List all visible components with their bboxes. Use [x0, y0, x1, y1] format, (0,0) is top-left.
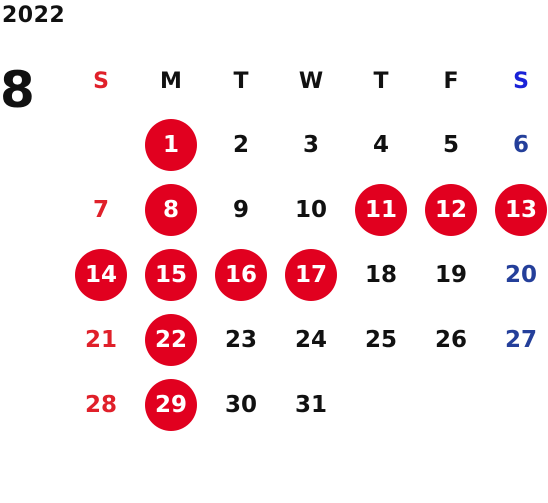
- day-cell: 16: [206, 242, 276, 307]
- day-cell: [486, 372, 548, 437]
- day-cell: 13: [486, 177, 548, 242]
- day-cell: 22: [136, 307, 206, 372]
- calendar-date: [75, 119, 127, 171]
- calendar-date: 10: [294, 196, 327, 223]
- day-cell: 2: [206, 112, 276, 177]
- holiday-date: 22: [145, 313, 197, 366]
- day-cell: 15: [136, 242, 206, 307]
- holiday-date: 14: [75, 248, 127, 301]
- day-cell: 28: [66, 372, 136, 437]
- weekday-header-thu: T: [373, 68, 389, 94]
- holiday-date: 29: [145, 378, 197, 431]
- day-cell: 20: [486, 242, 548, 307]
- calendar-date: 9: [232, 196, 249, 223]
- day-cell: 27: [486, 307, 548, 372]
- calendar-date: [425, 379, 477, 431]
- day-cell: 10: [276, 177, 346, 242]
- holiday-date: 12: [425, 183, 477, 236]
- calendar-date: 23: [224, 326, 257, 353]
- weekday-header-fri: F: [443, 68, 459, 94]
- calendar-date: 6: [512, 131, 529, 158]
- calendar-date: 2: [232, 131, 249, 158]
- day-cell: 5: [416, 112, 486, 177]
- day-cell: [66, 112, 136, 177]
- day-cell: 8: [136, 177, 206, 242]
- weekday-header-sun: S: [93, 68, 109, 94]
- calendar-date: 31: [294, 391, 327, 418]
- day-cell: 30: [206, 372, 276, 437]
- calendar-date: 18: [364, 261, 397, 288]
- day-cell: 17: [276, 242, 346, 307]
- day-cell: [416, 372, 486, 437]
- day-cell: 23: [206, 307, 276, 372]
- day-cell: 29: [136, 372, 206, 437]
- holiday-date: 16: [215, 248, 267, 301]
- calendar-date: 19: [434, 261, 467, 288]
- calendar-date: 21: [84, 326, 117, 353]
- day-cell: 3: [276, 112, 346, 177]
- day-cell: 18: [346, 242, 416, 307]
- calendar-date: [495, 379, 547, 431]
- holiday-date: 11: [355, 183, 407, 236]
- calendar-date: 20: [504, 261, 537, 288]
- day-cell: 12: [416, 177, 486, 242]
- day-cell: 4: [346, 112, 416, 177]
- holiday-date: 15: [145, 248, 197, 301]
- day-cell: 31: [276, 372, 346, 437]
- holiday-date: 13: [495, 183, 547, 236]
- weekday-header-row: S M T W T F S: [66, 50, 548, 112]
- day-cell: 24: [276, 307, 346, 372]
- weekday-header-sat: S: [513, 68, 529, 94]
- calendar-year: 2022: [2, 3, 66, 28]
- holiday-date: 17: [285, 248, 337, 301]
- calendar-date: 5: [442, 131, 459, 158]
- calendar-date: 7: [92, 196, 109, 223]
- holiday-date: 1: [145, 118, 197, 171]
- day-cell: 1: [136, 112, 206, 177]
- day-cell: 26: [416, 307, 486, 372]
- calendar-date: [355, 379, 407, 431]
- day-cell: 9: [206, 177, 276, 242]
- calendar-date: 4: [372, 131, 389, 158]
- calendar-date: 30: [224, 391, 257, 418]
- weekday-header-tue: T: [233, 68, 249, 94]
- day-cell: 6: [486, 112, 548, 177]
- calendar-date: 28: [84, 391, 117, 418]
- day-cell: 21: [66, 307, 136, 372]
- calendar-date: 3: [302, 131, 319, 158]
- calendar-date: 27: [504, 326, 537, 353]
- day-cell: 25: [346, 307, 416, 372]
- day-cell: 11: [346, 177, 416, 242]
- calendar-date: 26: [434, 326, 467, 353]
- weekday-header-wed: W: [298, 68, 324, 94]
- day-cell: 7: [66, 177, 136, 242]
- day-cell: 14: [66, 242, 136, 307]
- calendar-date: 24: [294, 326, 327, 353]
- day-cell: [346, 372, 416, 437]
- calendar-date: 25: [364, 326, 397, 353]
- day-cell: 19: [416, 242, 486, 307]
- calendar-month: 8: [0, 61, 35, 119]
- holiday-date: 8: [145, 183, 197, 236]
- weekday-header-mon: M: [160, 68, 182, 94]
